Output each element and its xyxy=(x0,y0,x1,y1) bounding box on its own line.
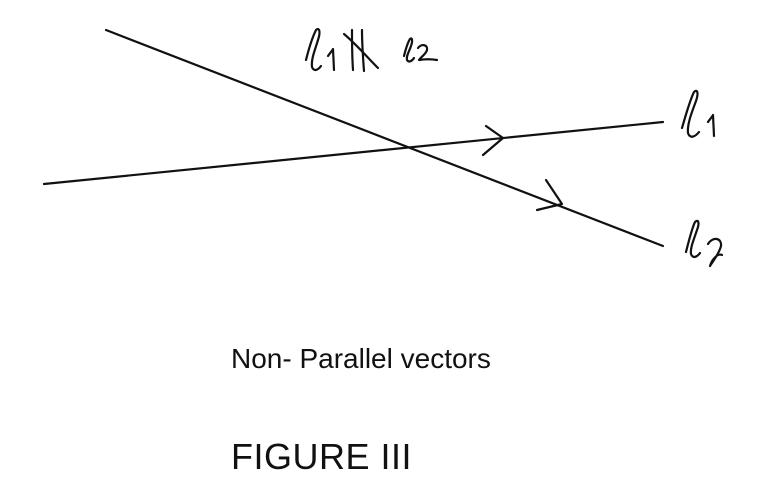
figure-label: FIGURE III xyxy=(231,436,413,477)
line-l2-arrowhead xyxy=(535,178,564,212)
line-l1-arrowhead xyxy=(481,124,505,157)
line-l2 xyxy=(104,28,665,248)
line-l1 xyxy=(42,120,665,186)
label-l1 xyxy=(680,89,716,138)
handwritten-title xyxy=(304,27,439,73)
diagram-subtitle: Non- Parallel vectors xyxy=(231,343,491,374)
label-l2 xyxy=(684,219,724,268)
